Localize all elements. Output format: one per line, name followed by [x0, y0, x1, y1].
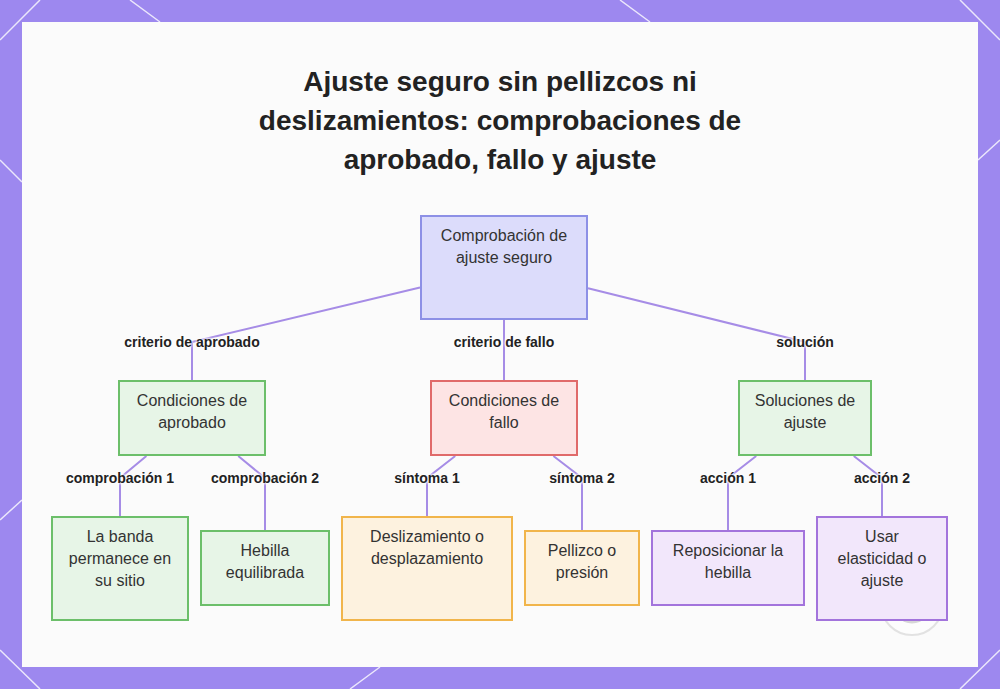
- edge-label: criterio de aprobado: [124, 334, 259, 350]
- connector-line: [238, 456, 265, 530]
- node-text: Reposicionar la hebilla: [661, 540, 795, 584]
- edge-label: acción 1: [700, 470, 756, 486]
- edge-label: comprobación 1: [66, 470, 174, 486]
- node-text: Condiciones de fallo: [440, 390, 568, 434]
- connector-line: [588, 288, 805, 380]
- node-text: Hebilla equilibrada: [210, 540, 320, 584]
- process-box: Usar elasticidad o ajuste: [816, 516, 948, 621]
- node-text: Condiciones de aprobado: [128, 390, 256, 434]
- node-text: Deslizamiento o desplazamiento: [351, 526, 503, 570]
- edge-label: solución: [776, 334, 834, 350]
- node-text: Comprobación de ajuste seguro: [430, 225, 578, 269]
- process-box: Hebilla equilibrada: [200, 530, 330, 606]
- connector-line: [854, 456, 882, 516]
- process-box: Comprobación de ajuste seguro: [420, 215, 588, 320]
- process-box: Condiciones de fallo: [430, 380, 578, 456]
- edge-label: síntoma 2: [549, 470, 614, 486]
- edge-label: criterio de fallo: [454, 334, 554, 350]
- process-box: Deslizamiento o desplazamiento: [341, 516, 513, 621]
- process-box: Reposicionar la hebilla: [651, 530, 805, 606]
- process-box: Pellizco o presión: [524, 530, 640, 606]
- edge-label: síntoma 1: [394, 470, 459, 486]
- node-text: Usar elasticidad o ajuste: [826, 526, 938, 592]
- process-box: Condiciones de aprobado: [118, 380, 266, 456]
- diagram-title: Ajuste seguro sin pellizcos ni deslizami…: [215, 62, 785, 179]
- connector-line: [192, 288, 420, 380]
- connector-line: [427, 456, 455, 516]
- node-text: La banda permanece en su sitio: [61, 526, 179, 592]
- edge-label: comprobación 2: [211, 470, 319, 486]
- node-text: Soluciones de ajuste: [748, 390, 862, 434]
- connector-line: [120, 456, 146, 516]
- card-background: [22, 22, 978, 667]
- connector-line: [728, 456, 756, 530]
- edge-label: acción 2: [854, 470, 910, 486]
- node-text: Pellizco o presión: [534, 540, 630, 584]
- connector-line: [503, 320, 505, 380]
- process-box: Soluciones de ajuste: [738, 380, 872, 456]
- connector-line: [553, 456, 582, 530]
- process-box: La banda permanece en su sitio: [51, 516, 189, 621]
